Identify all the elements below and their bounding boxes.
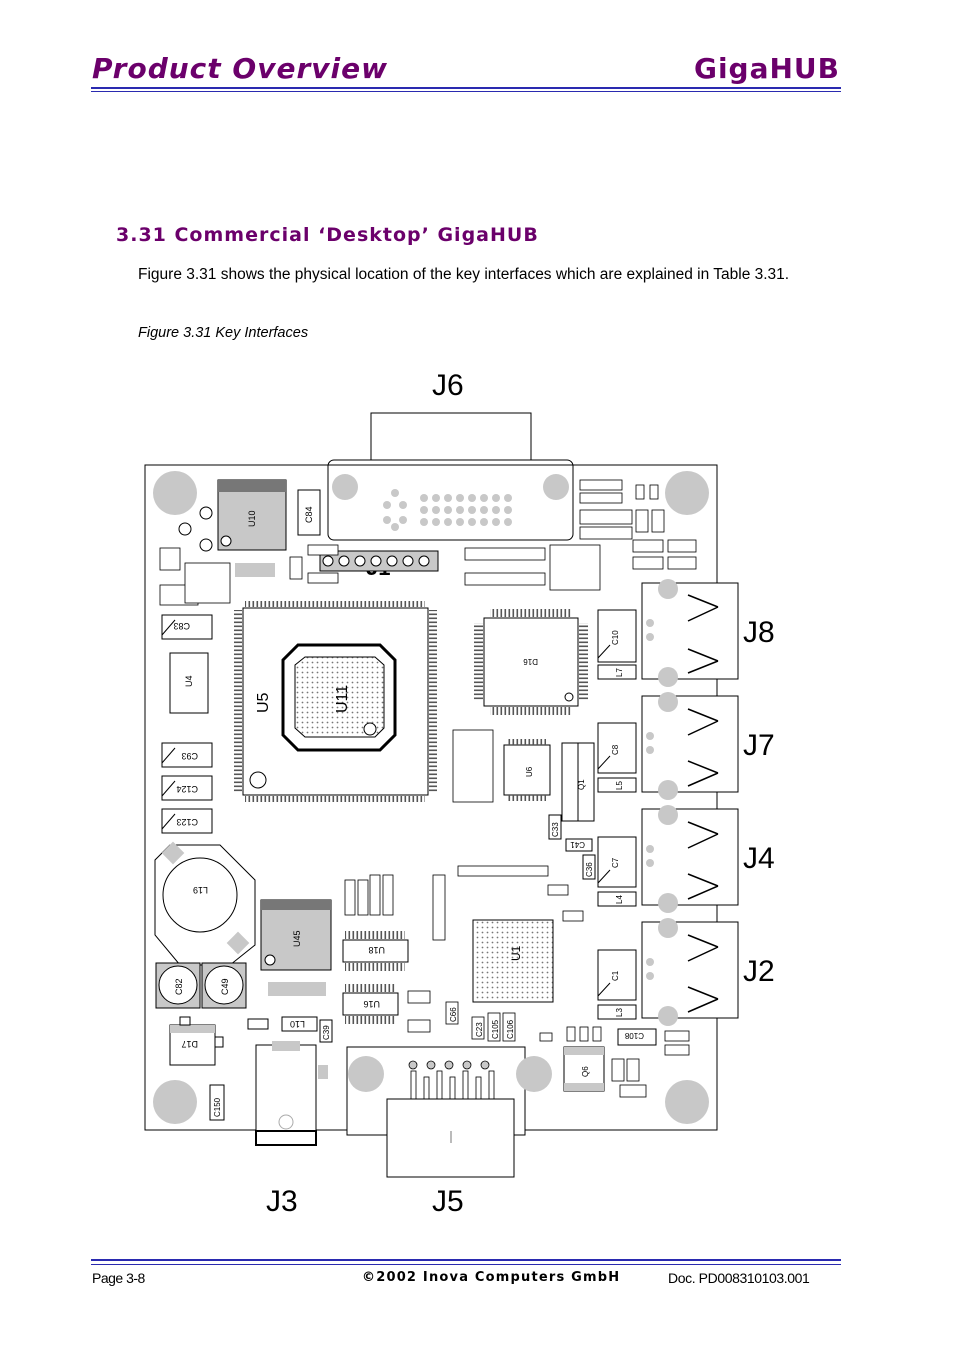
label-c82: C82 bbox=[174, 978, 184, 995]
footer-rule-thin bbox=[91, 1264, 841, 1265]
label-c49: C49 bbox=[220, 978, 230, 995]
label-j6: J6 bbox=[432, 369, 464, 402]
header-rule-thin bbox=[91, 91, 841, 92]
chip-d16 bbox=[483, 617, 579, 707]
label-c105: C105 bbox=[491, 1019, 500, 1039]
mount-hole-bl bbox=[153, 1080, 197, 1124]
label-c93: C93 bbox=[181, 751, 198, 761]
footer-page-number: Page 3-8 bbox=[92, 1270, 145, 1286]
chip-l19 bbox=[162, 857, 238, 933]
label-c7: C7 bbox=[611, 857, 620, 868]
j5-mount-left bbox=[348, 1056, 384, 1092]
label-j2: J2 bbox=[743, 955, 775, 988]
page-header-title: Product Overview bbox=[92, 52, 388, 85]
chip-u4 bbox=[169, 652, 209, 714]
label-u4: U4 bbox=[184, 675, 194, 687]
label-j8: J8 bbox=[743, 616, 775, 649]
chip-c36 bbox=[582, 854, 596, 880]
label-c83: C83 bbox=[173, 621, 190, 631]
small-components-bottom-right bbox=[566, 1026, 690, 1098]
label-l10: L10 bbox=[290, 1019, 305, 1029]
footer-copyright: ©2002 Inova Computers GmbH bbox=[362, 1270, 621, 1285]
label-c10: C10 bbox=[611, 630, 620, 645]
j6-mount-left bbox=[332, 474, 358, 500]
label-d16: D16 bbox=[523, 657, 538, 666]
label-c150: C150 bbox=[213, 1097, 222, 1117]
label-u10: U10 bbox=[247, 510, 257, 527]
label-l19: L19 bbox=[193, 885, 208, 895]
label-q6: Q6 bbox=[581, 1066, 590, 1077]
label-c106: C106 bbox=[506, 1019, 515, 1039]
small-components-top bbox=[159, 479, 697, 606]
chip-u18 bbox=[342, 939, 409, 963]
section-heading: 3.31 Commercial ‘Desktop’ GigaHUB bbox=[116, 224, 539, 246]
chip-l10 bbox=[281, 1016, 318, 1032]
chip-c93 bbox=[161, 742, 213, 768]
label-c123: C123 bbox=[176, 817, 198, 827]
chip-c49 bbox=[204, 965, 244, 1005]
j6-mount-right bbox=[543, 474, 569, 500]
label-c66: C66 bbox=[449, 1007, 458, 1022]
label-l5: L5 bbox=[615, 781, 624, 790]
chip-c150 bbox=[209, 1084, 225, 1121]
page-header-product: GigaHUB bbox=[693, 52, 840, 85]
chip-c84 bbox=[297, 489, 321, 536]
mount-hole-tr bbox=[665, 471, 709, 515]
label-d17: D17 bbox=[181, 1039, 198, 1049]
footer-doc-number: Doc. PD008310103.001 bbox=[668, 1270, 810, 1286]
j1-pins bbox=[319, 550, 439, 572]
label-c36: C36 bbox=[585, 862, 594, 877]
chip-c123 bbox=[161, 808, 213, 834]
diodes-top-left bbox=[178, 506, 213, 552]
label-c8: C8 bbox=[611, 744, 620, 755]
label-c33: C33 bbox=[551, 822, 560, 837]
label-c108: C108 bbox=[624, 1031, 644, 1040]
label-c124: C124 bbox=[176, 784, 198, 794]
label-l3: L3 bbox=[615, 1008, 624, 1017]
usb-ports bbox=[597, 579, 739, 1026]
body-paragraph: Figure 3.31 shows the physical location … bbox=[138, 266, 790, 283]
chip-c124 bbox=[161, 775, 213, 801]
chip-c108 bbox=[617, 1028, 657, 1046]
label-j7: J7 bbox=[743, 729, 775, 762]
board-figure: J6 U10 C84 J1 bbox=[140, 365, 800, 1225]
j6-pin-grid bbox=[383, 489, 512, 531]
connector-j6-shell bbox=[370, 412, 532, 464]
label-q1: Q1 bbox=[577, 779, 586, 790]
label-l7: L7 bbox=[615, 668, 624, 677]
label-u16: U16 bbox=[363, 999, 380, 1009]
chip-c33 bbox=[548, 814, 562, 840]
header-rule bbox=[91, 87, 841, 89]
label-u5: U5 bbox=[255, 692, 272, 713]
label-c1: C1 bbox=[611, 970, 620, 981]
figure-caption: Figure 3.31 Key Interfaces bbox=[138, 325, 309, 341]
board-diagram: J6 U10 C84 J1 bbox=[144, 369, 775, 1218]
footer-rule bbox=[91, 1259, 841, 1261]
label-j3: J3 bbox=[266, 1185, 298, 1218]
chip-c83 bbox=[161, 614, 213, 640]
small-components-mid bbox=[344, 865, 584, 1042]
label-u11: U11 bbox=[334, 685, 351, 713]
label-u45: U45 bbox=[292, 930, 302, 947]
chip-u16 bbox=[342, 992, 399, 1016]
label-c41: C41 bbox=[570, 840, 585, 849]
label-j4: J4 bbox=[743, 842, 775, 875]
chip-u6 bbox=[503, 744, 551, 796]
chip-c82 bbox=[158, 965, 198, 1005]
label-u18: U18 bbox=[368, 945, 385, 955]
label-j5: J5 bbox=[432, 1185, 464, 1218]
mount-hole-tl bbox=[153, 471, 197, 515]
label-c23: C23 bbox=[475, 1022, 484, 1037]
label-u6: U6 bbox=[525, 766, 534, 777]
mount-hole-br bbox=[665, 1080, 709, 1124]
label-c84: C84 bbox=[304, 506, 314, 523]
chip-u1 bbox=[472, 919, 554, 1003]
chip-c41 bbox=[565, 838, 593, 852]
chip-c39 bbox=[319, 1019, 333, 1043]
j5-pins bbox=[408, 1060, 495, 1100]
label-u1: U1 bbox=[509, 945, 523, 961]
label-c39: C39 bbox=[322, 1025, 331, 1040]
j5-mount-right bbox=[516, 1056, 552, 1092]
label-l4: L4 bbox=[615, 895, 624, 904]
